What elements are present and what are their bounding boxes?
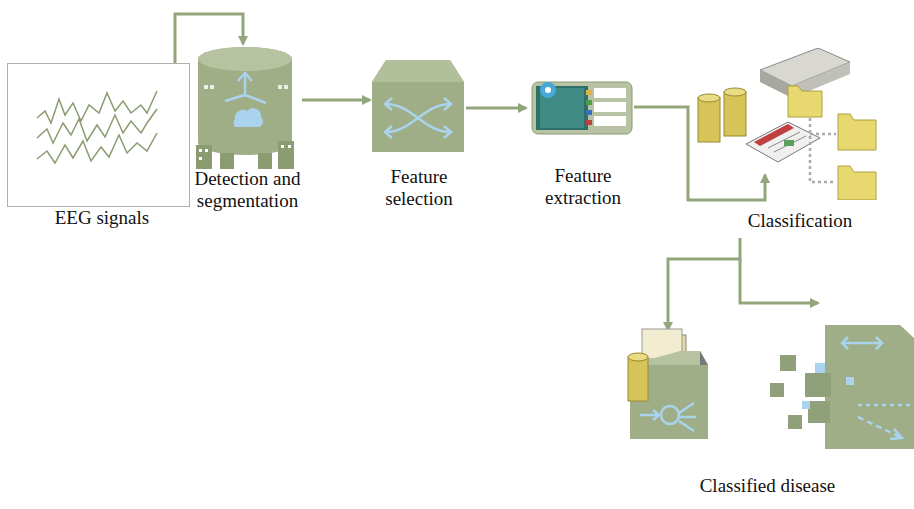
arrow-line	[668, 238, 740, 330]
node-label: Classified disease	[680, 475, 855, 497]
process-node: Feature extraction	[528, 78, 638, 209]
process-node: Detection and segmentation	[190, 45, 315, 212]
process-node: EEG signals	[7, 63, 190, 229]
output-icons	[620, 325, 914, 465]
arrow-line	[466, 107, 526, 110]
eeg-illustration	[7, 63, 190, 207]
arrow-line	[740, 259, 818, 303]
node-icon	[190, 45, 300, 170]
flow-arrow	[302, 100, 370, 101]
notebook-icon	[528, 78, 634, 136]
node-label: Classification	[730, 210, 870, 232]
node-icon	[528, 78, 634, 136]
node-label: Feature extraction	[528, 165, 638, 209]
node-label: Feature selection	[365, 166, 473, 210]
switch-icon	[372, 60, 464, 152]
flow-arrow	[668, 238, 818, 330]
node-icon	[372, 60, 464, 152]
flow-arrow	[466, 108, 526, 109]
node-label: Detection and segmentation	[180, 168, 315, 212]
process-node: Classification	[690, 48, 880, 232]
server-folder-icon	[690, 48, 880, 200]
node-icon	[690, 48, 880, 200]
database-icon	[190, 45, 300, 170]
arrow-line	[302, 99, 370, 102]
node-label: EEG signals	[37, 207, 167, 229]
node-icon	[620, 325, 914, 465]
process-node: Classified disease	[620, 325, 914, 497]
process-node: Feature selection	[370, 58, 470, 210]
node-icon	[7, 63, 190, 207]
